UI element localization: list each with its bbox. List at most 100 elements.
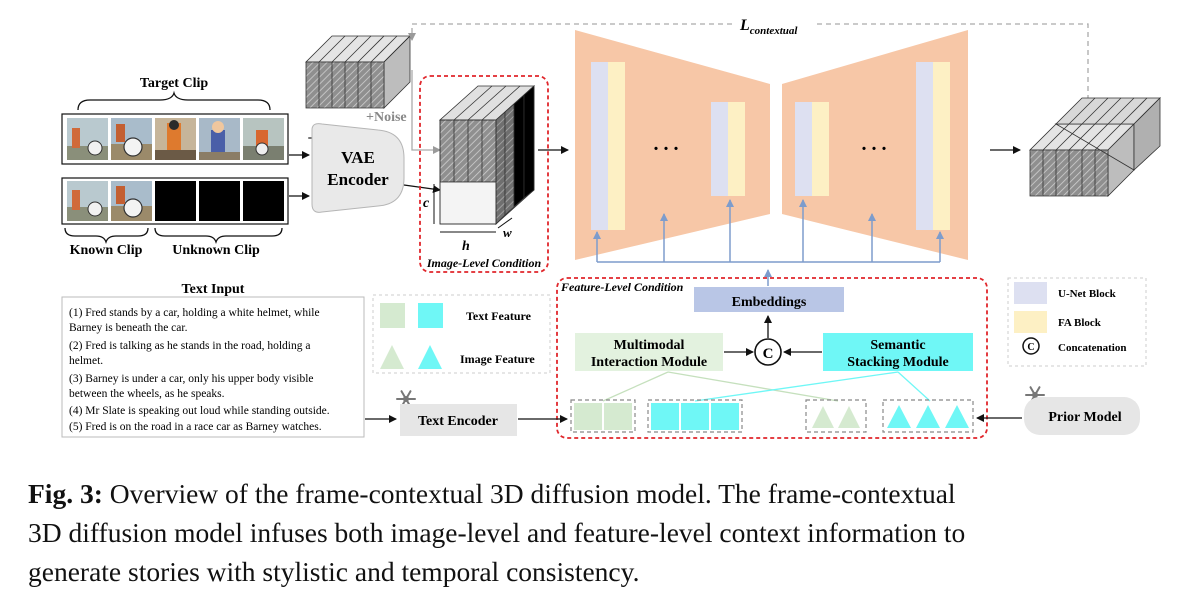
mim-label-line1: Multimodal	[614, 338, 685, 353]
caption-line-2: 3D diffusion model infuses both image-le…	[28, 517, 966, 548]
arrow-vae-to-condition	[403, 184, 441, 193]
image-feature-swatch-green	[380, 345, 404, 369]
known-frame-1	[67, 181, 108, 221]
svg-text:C: C	[1027, 342, 1034, 353]
contextual-loss-path-left	[408, 23, 732, 41]
image-feature-legend-label: Image Feature	[460, 352, 535, 366]
unet-decoder: . . .	[782, 30, 968, 260]
unet-encoder: . . .	[575, 30, 770, 260]
unet-block-legend-label: U-Net Block	[1058, 288, 1117, 300]
unet-block-dec-1	[795, 102, 812, 196]
unknown-clip-brace	[154, 227, 283, 245]
text-input-line: (5) Fred is on the road in a race car as…	[69, 421, 322, 433]
semantic-stacking-module	[823, 333, 973, 371]
text-input-line: (3) Barney is under a car, only his uppe…	[69, 373, 314, 385]
text-encoder-box	[400, 404, 517, 436]
output-latent-cube	[1029, 123, 1135, 197]
target-frame-5	[243, 118, 284, 160]
caption-text-1: Overview of the frame-contextual 3D diff…	[109, 478, 956, 509]
encoder-ellipsis: . . .	[654, 133, 679, 155]
caption-line-1: Fig. 3: Overview of the frame-contextual…	[28, 474, 1188, 513]
unet-block-enc-2	[711, 102, 728, 196]
unet-block-dec-2	[916, 62, 933, 230]
w-dimension-label: w	[503, 225, 512, 240]
unknown-frame-2	[199, 181, 240, 221]
concatenation-icon: C	[754, 338, 782, 366]
ssm-label-line1: Semantic	[870, 338, 925, 353]
fa-block-legend-label: FA Block	[1058, 317, 1102, 329]
text-feature-swatch-green	[380, 303, 405, 328]
text-input-box	[61, 296, 365, 438]
block-legend: U-Net Block FA Block C Concatenation	[1007, 277, 1147, 367]
fa-block-dec-2	[933, 62, 950, 230]
text-feature-swatch-cyan	[418, 303, 443, 328]
unet-block-enc-1	[591, 62, 608, 230]
vae-encoder-line2: Encoder	[327, 170, 389, 189]
target-frame-1	[67, 118, 108, 160]
multimodal-interaction-module	[575, 333, 723, 371]
concatenation-legend-label: Concatenation	[1058, 342, 1126, 354]
target-frame-2	[111, 118, 152, 160]
embeddings-box	[694, 287, 844, 312]
image-level-condition-label: Image-Level Condition	[426, 256, 542, 270]
text-input-line: between the wheels, as he speaks.	[69, 388, 225, 400]
feature-to-module-links	[602, 371, 931, 402]
h-dimension-label: h	[462, 239, 470, 254]
contextual-loss-label: Lcontextual	[739, 17, 798, 37]
text-input-line: (1) Fred stands by a car, holding a whit…	[69, 307, 320, 319]
condition-clip-strip	[61, 177, 289, 225]
vae-encoder-line1: VAE	[341, 148, 375, 167]
target-frame-3	[155, 118, 196, 160]
fa-block-enc-2	[728, 102, 745, 196]
fa-block-dec-1	[812, 102, 829, 196]
image-feature-tokens-green	[805, 399, 867, 433]
text-input-line: (2) Fred is talking as he stands in the …	[69, 340, 310, 352]
target-clip-strip	[61, 113, 289, 165]
feature-legend: Text Feature Image Feature	[372, 294, 551, 374]
vae-encoder-block: VAE Encoder	[311, 123, 405, 213]
image-feature-swatch-cyan	[418, 345, 442, 369]
text-input-title: Text Input	[182, 282, 245, 297]
unet-block-swatch	[1014, 282, 1047, 304]
image-feature-tokens-cyan	[882, 399, 974, 433]
ssm-label-line2: Stacking Module	[847, 355, 949, 370]
feature-level-condition-label: Feature-Level Condition	[560, 280, 684, 294]
text-input-line: helmet.	[69, 355, 103, 367]
arrow-noise	[411, 70, 441, 154]
known-clip-label: Known Clip	[70, 243, 143, 258]
feature-level-condition-box	[556, 277, 988, 439]
figure-label: Fig. 3:	[28, 478, 103, 509]
diagram: Target Clip	[61, 17, 1161, 439]
text-input-lines: (1) Fred stands by a car, holding a whit…	[69, 307, 330, 433]
embedding-conditioning-arrows	[593, 199, 944, 286]
unknown-frame-3	[243, 181, 284, 221]
known-frame-2	[111, 181, 152, 221]
known-clip-brace	[64, 227, 149, 245]
decoder-ellipsis: . . .	[862, 133, 887, 155]
embeddings-label: Embeddings	[732, 295, 807, 310]
target-clip-brace	[77, 90, 271, 111]
concatenation-icon: C	[1022, 337, 1040, 355]
mim-label-line2: Interaction Module	[591, 355, 707, 370]
unknown-frame-1	[155, 181, 196, 221]
text-input-line: Barney is beneath the car.	[69, 322, 188, 334]
unknown-clip-label: Unknown Clip	[172, 243, 260, 258]
svg-text:C: C	[763, 346, 774, 362]
fa-block-swatch	[1014, 311, 1047, 333]
w-dimension-line	[497, 217, 513, 229]
text-encoder-label: Text Encoder	[418, 414, 498, 429]
target-latent-cube	[305, 35, 411, 109]
text-feature-tokens-green	[570, 399, 636, 433]
prior-model-label: Prior Model	[1048, 410, 1121, 425]
figure-caption: Fig. 3: Overview of the frame-contextual…	[28, 474, 1188, 591]
c-dimension-label: c	[423, 196, 430, 211]
image-level-latent-cube	[438, 85, 536, 225]
target-clip-label: Target Clip	[140, 76, 209, 91]
text-input-line: (4) Mr Slate is speaking out loud while …	[69, 405, 330, 417]
image-level-condition-box	[419, 75, 549, 273]
prior-model-box	[1024, 397, 1140, 435]
text-feature-tokens-cyan	[647, 399, 743, 433]
target-frame-4	[199, 118, 240, 160]
text-feature-legend-label: Text Feature	[466, 309, 532, 323]
contextual-loss-path	[816, 23, 1089, 100]
